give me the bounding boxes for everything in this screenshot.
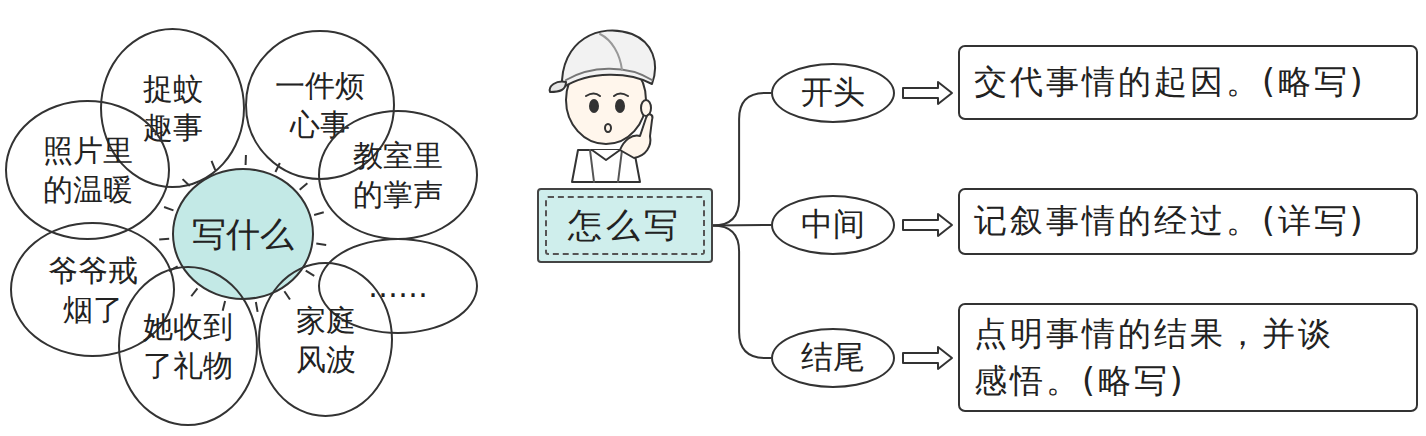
- petal-shape: 教室里的掌声: [318, 110, 478, 240]
- connector: [713, 226, 771, 358]
- node-text: 记叙事情的经过。(详写): [974, 198, 1366, 244]
- part-oval: 开头: [771, 63, 895, 123]
- node-text: 教室里的掌声: [352, 136, 444, 214]
- node-text: ……: [368, 267, 428, 306]
- note-box: 交代事情的起因。(略写): [958, 45, 1418, 120]
- connector: [903, 82, 952, 104]
- node-text: 她收到了礼物: [142, 307, 234, 385]
- boy-illustration: [550, 30, 655, 182]
- tick-mark: [306, 271, 314, 276]
- part-oval: 中间: [771, 195, 895, 255]
- tick-mark: [300, 183, 308, 189]
- node-text: 中间: [801, 204, 865, 246]
- connector: [713, 93, 771, 226]
- note-box: 记叙事情的经过。(详写): [958, 188, 1418, 255]
- tick-mark: [212, 161, 216, 170]
- petal-shape: 家庭风波: [258, 262, 393, 417]
- connector: [903, 347, 952, 369]
- petal-shape: 照片里的温暖: [5, 100, 170, 240]
- tick-mark: [316, 244, 326, 245]
- tick-mark: [314, 212, 324, 215]
- node-text: 点明事情的结果，并谈感悟。(略写): [974, 311, 1354, 403]
- part-oval: 结尾: [771, 328, 895, 388]
- tick-mark: [275, 163, 279, 172]
- connector: [903, 214, 952, 236]
- node-text: 捉蚊趣事: [142, 69, 204, 147]
- node-text: 开头: [801, 72, 865, 114]
- tick-mark: [256, 302, 258, 312]
- tick-marks: [159, 155, 326, 312]
- node-text: 一件烦心事: [274, 66, 366, 144]
- note-box: 点明事情的结果，并谈感悟。(略写): [958, 303, 1418, 411]
- node-text: 怎么写: [568, 203, 682, 247]
- node-text: 照片里的温暖: [42, 131, 134, 209]
- node-text: 家庭风波: [295, 301, 357, 379]
- tick-mark: [245, 155, 247, 165]
- node-text: 结尾: [801, 337, 865, 379]
- node-text: 交代事情的起因。(略写): [974, 59, 1366, 105]
- node-text: 写什么: [192, 212, 294, 256]
- node-text: 爷爷戒烟了: [47, 251, 139, 329]
- tick-mark: [164, 207, 173, 210]
- center-circle: 写什么: [172, 168, 314, 300]
- tick-mark: [183, 179, 190, 186]
- petal-shape: 她收到了礼物: [118, 266, 258, 426]
- heading-box: 怎么写: [537, 188, 713, 263]
- tick-mark: [159, 238, 169, 241]
- tick-mark: [284, 291, 290, 299]
- tick-mark: [191, 288, 197, 296]
